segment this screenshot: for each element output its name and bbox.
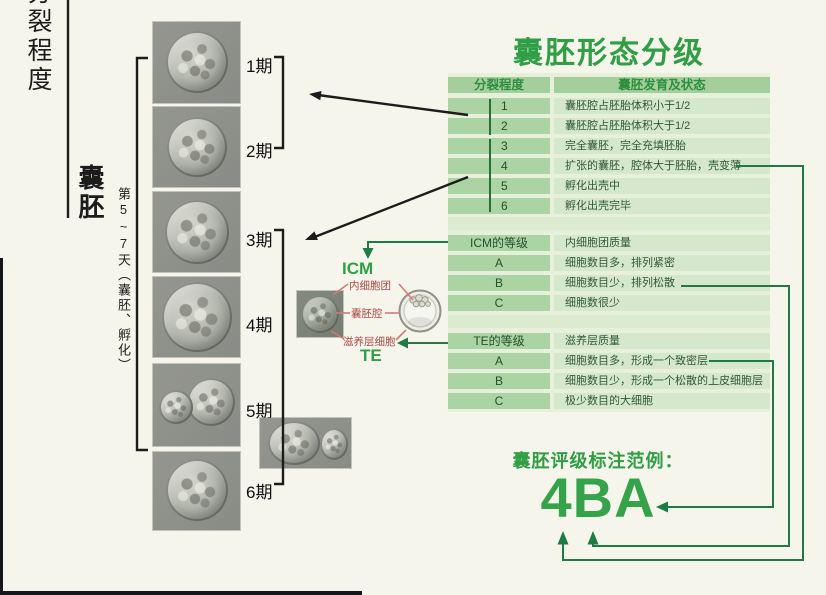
grade-cell: 1 xyxy=(448,98,550,114)
hatching-photo xyxy=(260,418,351,468)
desc-cell: 细胞数很少 xyxy=(554,295,770,311)
blastocyst-cell-mass xyxy=(301,295,339,333)
green-up-arrowhead-icon xyxy=(557,531,569,545)
table-spacer-row xyxy=(448,315,770,328)
photo-left-edge xyxy=(0,258,3,595)
grade-cell: B xyxy=(448,275,550,291)
stage-label-1: 1期 xyxy=(246,57,273,76)
desc-cell: 扩张的囊胚，腔体大于胚胎，壳变薄 xyxy=(554,158,770,174)
desc-cell: 完全囊胚，完全充填胚胎 xyxy=(554,138,770,154)
desc-cell: 细胞数目多，排列紧密 xyxy=(554,255,770,271)
hatched-blastocyst xyxy=(166,459,228,521)
black-arrow-stage12-line xyxy=(317,93,469,117)
example-grade-code: 4BA xyxy=(540,466,656,529)
table-row: A 细胞数目多，排列紧密 xyxy=(448,255,770,271)
blastocyst-diagram xyxy=(398,289,442,333)
desc-cell: 孵化出壳中 xyxy=(554,178,770,194)
black-arrowhead-icon xyxy=(305,231,318,240)
connector-icm-row-to-diagram xyxy=(367,241,448,251)
grade-cell: 3 xyxy=(448,138,550,154)
grade-cell: A xyxy=(448,353,550,369)
stage-label-6: 6期 xyxy=(246,483,273,502)
trophectoderm-label: 滋养层细胞 xyxy=(343,336,396,348)
cleavage-degree-axis-label: 分裂程度 xyxy=(24,0,52,95)
grade-cell: ICM的等级 xyxy=(448,235,550,251)
blastocyst-cell-mass xyxy=(165,200,229,264)
blastocyst-section-label: 囊胚 xyxy=(75,164,105,222)
table-row: 5 孵化出壳中 xyxy=(448,178,770,194)
inner-cell-mass-label: 内细胞团 xyxy=(349,280,391,292)
photo-bottom-edge xyxy=(0,591,362,595)
desc-cell: 囊胚腔占胚胎体积大于1/2 xyxy=(554,118,770,134)
table-row: ICM的等级 内细胞团质量 xyxy=(448,235,770,251)
grade-cell: 6 xyxy=(448,198,550,214)
green-left-arrowhead-icon xyxy=(397,337,408,349)
desc-cell: 滋养层质量 xyxy=(554,333,770,349)
table-row: A 细胞数目多，形成一个致密层 xyxy=(448,353,770,369)
table-spacer-row xyxy=(448,217,770,230)
desc-cell: 细胞数目少，排列松散 xyxy=(554,275,770,291)
desc-cell: 内细胞团质量 xyxy=(554,235,770,251)
table-row: C 极少数目的大细胞 xyxy=(448,393,770,409)
blastocoel-label: 囊胚腔 xyxy=(351,308,383,320)
desc-cell: 极少数目的大细胞 xyxy=(554,393,770,409)
stage-label-4: 4期 xyxy=(246,316,273,335)
table-row: B 细胞数目少，排列松散 xyxy=(448,275,770,291)
te-abbr-label: TE xyxy=(360,346,382,365)
desc-cell: 细胞数目多，形成一个致密层 xyxy=(554,353,770,369)
black-arrowhead-icon xyxy=(309,91,322,101)
desc-cell: 细胞数目少，形成一个松散的上皮细胞层 xyxy=(554,373,770,389)
grade-cell: 5 xyxy=(448,178,550,194)
hatching-fragment xyxy=(159,390,193,424)
stage4-photo xyxy=(153,277,240,357)
table-row: 2 囊胚腔占胚胎体积大于1/2 xyxy=(448,118,770,134)
blastocyst-cell-mass xyxy=(167,117,227,177)
stage3-photo xyxy=(153,192,240,272)
stage-label-3: 3期 xyxy=(246,231,273,250)
green-up-arrowhead-icon xyxy=(587,531,599,545)
hatching-blastocyst xyxy=(268,421,320,465)
header-cell: 囊胚发育及状态 xyxy=(554,77,770,93)
grade-cell: B xyxy=(448,373,550,389)
table-row: 1 囊胚腔占胚胎体积小于1/2 xyxy=(448,98,770,114)
desc-cell: 孵化出壳完毕 xyxy=(554,198,770,214)
table-row: 4 扩张的囊胚，腔体大于胚胎，壳变薄 xyxy=(448,158,770,174)
hatching-blastocyst xyxy=(187,378,235,426)
blastocyst-cell-mass xyxy=(166,31,228,93)
icm-abbr-label: ICM xyxy=(342,259,374,278)
stage2-photo xyxy=(153,107,240,187)
grade-cell: C xyxy=(448,295,550,311)
grade-cell: C xyxy=(448,393,550,409)
day-range-label: 第5~7天（囊胚、孵化） xyxy=(116,187,131,373)
black-arrow-stage36-line xyxy=(311,175,469,240)
desc-cell: 囊胚腔占胚胎体积小于1/2 xyxy=(554,98,770,114)
header-cell: 分裂程度 xyxy=(448,77,550,93)
day-range-bracket xyxy=(135,56,148,452)
poster-title: 囊胚形态分级 xyxy=(513,37,705,70)
icm-photo xyxy=(297,291,343,337)
grade-cell: A xyxy=(448,255,550,271)
stage1-photo xyxy=(153,22,240,103)
table-row: 3 完全囊胚，完全充填胚胎 xyxy=(448,138,770,154)
table-header-row: 分裂程度 囊胚发育及状态 xyxy=(448,77,770,93)
table-row: TE的等级 滋养层质量 xyxy=(448,333,770,349)
stage6-photo xyxy=(153,452,240,530)
table-row: C 细胞数很少 xyxy=(448,295,770,311)
grade-cell: 4 xyxy=(448,158,550,174)
stage-label-2: 2期 xyxy=(246,142,273,161)
table-row: 6 孵化出壳完毕 xyxy=(448,198,770,214)
hatching-fragment xyxy=(320,428,348,460)
grade-cell: 2 xyxy=(448,118,550,134)
green-down-arrowhead-icon xyxy=(362,248,374,259)
blastocyst-cell-mass xyxy=(162,282,232,352)
stage5-photo xyxy=(153,364,240,446)
grade-cell: TE的等级 xyxy=(448,333,550,349)
stage-label-5: 5期 xyxy=(246,402,273,421)
table-row: B 细胞数目少，形成一个松散的上皮细胞层 xyxy=(448,373,770,389)
